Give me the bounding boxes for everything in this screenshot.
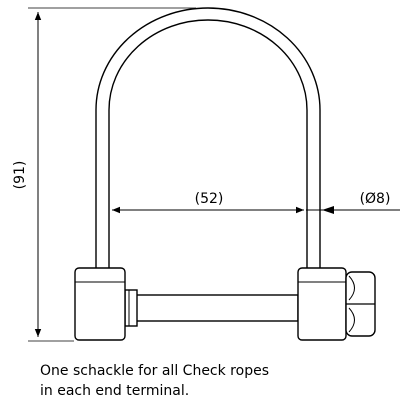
height-label: (91) (12, 161, 28, 190)
shackle-pin (135, 294, 299, 322)
caption-line-2: in each end terminal. (40, 383, 190, 399)
pin-collar (124, 289, 138, 327)
caption-line-1: One schackle for all Check ropes (40, 363, 269, 379)
width-label: (52) (195, 191, 224, 207)
height-dimension: (91) (12, 7, 196, 342)
shackle-bow-inner (108, 19, 308, 268)
diameter-label: (Ø8) (360, 191, 391, 207)
hex-nut (345, 271, 376, 337)
caption: One schackle for all Check ropes in each… (40, 361, 380, 401)
right-eye-block (297, 267, 347, 341)
diameter-dimension: (Ø8) (306, 191, 400, 214)
left-eye-block (74, 267, 126, 341)
width-dimension: (52) (112, 191, 304, 214)
shackle-bow-outer (95, 7, 321, 268)
